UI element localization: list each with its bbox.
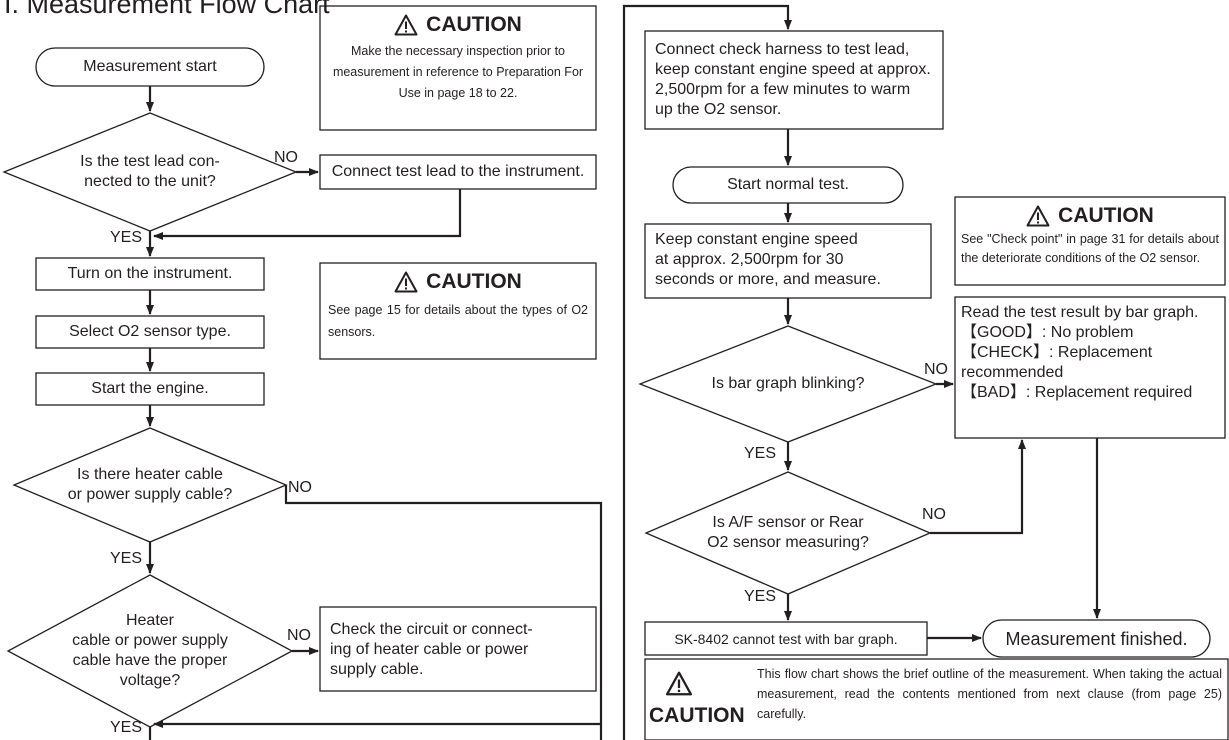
caution-middle-body: See page 15 for details about the types … (328, 303, 588, 339)
label-no-voltage: NO (287, 627, 311, 644)
connect-test-lead-box: Connect test lead to the instrument. (331, 163, 585, 180)
test-result-box: Read the test result by bar graph. 【GOOD… (955, 297, 1225, 438)
caution-bottom: CAUTION This flow chart shows the brief … (645, 659, 1228, 740)
decision-test-lead-text: Is the test lead con-nected to the unit? (22, 147, 278, 197)
text-line: Check the circuit or connect- (330, 621, 533, 638)
caution-top: CAUTION Make the necessary inspection pr… (320, 6, 596, 130)
start-normal-test-terminal: Start normal test. (727, 176, 849, 193)
arrow-q5-no (930, 439, 1026, 535)
label-yes-voltage: YES (110, 719, 143, 736)
caution-right: CAUTION See "Check point" in page 31 for… (955, 197, 1225, 285)
warning-triangle-icon (394, 14, 418, 36)
decision-af-sensor-text: Is A/F sensor or Rear O2 sensor measuring… (666, 510, 910, 556)
text-line: or power supply cable? (67, 486, 233, 503)
label-no-test-lead: NO (274, 149, 298, 166)
check-circuit-shape (319, 606, 597, 692)
decision-bar-blinking-text: Is bar graph blinking? (660, 372, 916, 396)
text-line: Is the test lead con- (80, 153, 220, 170)
text-line: keep constant engine speed at approx. (655, 61, 931, 78)
text-line: supply cable. (330, 661, 424, 678)
caution-right-body: See "Check point" in page 31 for details… (961, 232, 1219, 265)
text-line: Is there heater cable (77, 466, 223, 483)
check-circuit-box: Check the circuit or connect-ing of heat… (320, 607, 596, 691)
text-line: Connect check harness to test lead, (655, 41, 910, 58)
label-no-bar-blinking: NO (924, 361, 948, 378)
label-yes-af-sensor: YES (744, 588, 777, 605)
cannot-test-box: SK-8402 cannot test with bar graph. (674, 630, 898, 647)
label-no-af-sensor: NO (922, 506, 946, 523)
start-engine-box: Start the engine. (91, 380, 209, 397)
text-line: seconds or more, and measure. (655, 271, 881, 288)
connect-harness-box: Connect check harness to test lead, keep … (645, 31, 943, 129)
label-yes-heater: YES (110, 550, 143, 567)
text-line: cable have the proper (72, 652, 228, 669)
caution-middle-heading: CAUTION (426, 270, 522, 293)
label-no-heater: NO (288, 479, 312, 496)
label-yes-bar-blinking: YES (744, 445, 777, 462)
decision-voltage-text: Heater cable or power supply cable have th… (26, 606, 274, 696)
measurement-finished-terminal: Measurement finished. (1005, 628, 1188, 649)
caution-bottom-heading: CAUTION (649, 704, 745, 727)
label-yes-test-lead: YES (110, 229, 143, 246)
caution-top-body: Make the necessary inspection prior to m… (332, 44, 584, 100)
keep-speed-box: Keep constant engine speed at approx. 2,5… (645, 224, 931, 298)
result-check: 【CHECK】: Replacement (961, 344, 1153, 361)
arrow-connect-return (153, 189, 462, 240)
text-line: at approx. 2,500rpm for 30 (655, 251, 844, 268)
caution-middle: CAUTION See page 15 for details about th… (320, 263, 596, 359)
select-sensor-box: Select O2 sensor type. (69, 323, 231, 340)
result-good: 【GOOD】: No problem (961, 324, 1134, 341)
warning-triangle-icon (1026, 205, 1050, 227)
text-line: nected to the unit? (84, 173, 216, 190)
result-check-continued: recommended (961, 364, 1064, 381)
text-line: Keep constant engine speed (655, 231, 858, 248)
warning-triangle-icon (394, 271, 418, 293)
caution-top-heading: CAUTION (426, 13, 522, 36)
turn-on-box: Turn on the instrument. (67, 265, 233, 282)
caution-top-shape (319, 5, 597, 131)
connect-harness-shape (644, 30, 944, 130)
page-title: I. Measurement Flow Chart (4, 0, 330, 19)
warning-triangle-icon (665, 671, 693, 696)
text-line: Is bar graph blinking? (711, 375, 865, 392)
text-line: cable or power supply (72, 632, 228, 649)
text-line: O2 sensor measuring? (707, 534, 869, 551)
text-line: Is A/F sensor or Rear (712, 514, 864, 531)
result-bad: 【BAD】: Replacement required (961, 384, 1193, 401)
result-title: Read the test result by bar graph. (961, 304, 1199, 321)
caution-bottom-body: This flow chart shows the brief outline … (757, 667, 1222, 721)
caution-right-heading: CAUTION (1058, 204, 1154, 227)
text-line: ing of heater cable or power (330, 641, 529, 658)
line-q2-no (284, 485, 603, 740)
caution-bottom-shape (644, 658, 1229, 740)
caution-middle-shape (319, 262, 597, 360)
decision-heater-text: Is there heater cable or power supply cab… (24, 462, 276, 508)
measurement-start-terminal: Measurement start (83, 58, 217, 75)
text-line: up the O2 sensor. (655, 101, 782, 118)
arrow-continuation (622, 4, 792, 740)
text-line: 2,500rpm for a few minutes to warm (655, 81, 911, 98)
caution-right-shape (954, 196, 1226, 286)
result-shape (954, 296, 1226, 439)
text-line: Heater (125, 612, 174, 629)
finished-terminal-shape (982, 619, 1211, 658)
text-line: voltage? (119, 672, 181, 689)
connect-test-lead-shape (319, 154, 597, 190)
